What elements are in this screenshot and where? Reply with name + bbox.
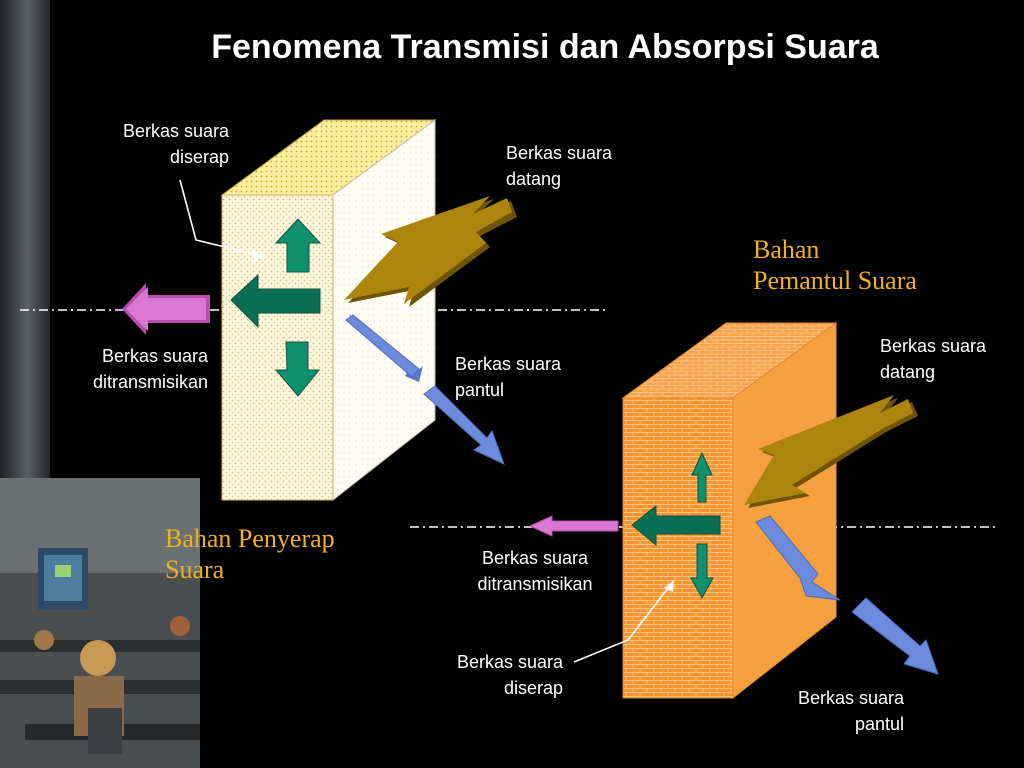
reflected-arrow-left	[345, 314, 505, 465]
label-reflected-right: Berkas suara pantul	[797, 688, 904, 734]
leader-line-absorbed-right	[573, 582, 673, 663]
leader-line-absorbed-left	[179, 179, 263, 257]
slide-title: Fenomena Transmisi dan Absorpsi Suara	[211, 28, 879, 66]
label-incident-left: Berkas suara datang	[506, 143, 613, 189]
classroom-photo	[0, 478, 200, 768]
absorber-wall	[220, 119, 437, 502]
label-absorbed-left: Berkas suara diserap	[122, 121, 229, 167]
left-decor-strip	[0, 0, 50, 480]
absorbed-arrows-left	[230, 218, 322, 397]
label-transmitted-right: Berkas suara ditransmisikan	[477, 548, 593, 594]
label-transmitted-left: Berkas suara ditransmisikan	[92, 346, 208, 392]
reflected-arrow-right	[755, 515, 939, 675]
transmitted-arrow-left	[122, 283, 210, 335]
label-incident-right: Berkas suara datang	[880, 336, 987, 382]
incident-arrow-left	[344, 196, 517, 307]
incident-arrow-right	[744, 395, 918, 508]
absorbed-arrows-right	[631, 451, 721, 600]
label-reflected-left: Berkas suara pantul	[455, 354, 562, 400]
label-absorbed-right: Berkas suara diserap	[456, 652, 563, 698]
leader-lines	[179, 179, 674, 663]
reflector-wall	[621, 322, 838, 700]
transmitted-arrow-right	[528, 515, 619, 537]
label-absorber-material: Bahan Penyerap Suara	[165, 524, 335, 584]
label-reflector-material: Bahan Pemantul Suara	[753, 235, 917, 295]
